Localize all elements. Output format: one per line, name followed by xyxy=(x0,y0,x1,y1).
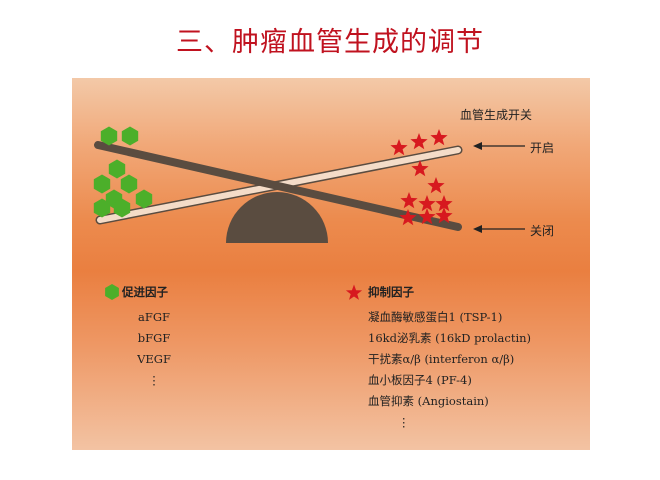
inhibitor-item: 16kd泌乳素 (16kD prolactin) xyxy=(368,331,532,345)
inhibitor-star-icon xyxy=(418,208,436,225)
arrow-off-icon xyxy=(473,225,482,233)
promoter-hexagons xyxy=(93,126,153,218)
switch-off-label: 关闭 xyxy=(530,224,555,238)
inhibitor-star-icon xyxy=(430,129,448,146)
inhibitor-star-icon xyxy=(418,195,436,212)
arrow-on-icon xyxy=(473,142,482,150)
inhibitors-legend: 抑制因子 凝血酶敏感蛋白1 (TSP-1) 16kd泌乳素 (16kD prol… xyxy=(368,284,531,433)
inhibitor-star-icon xyxy=(411,160,429,177)
inhibitor-more: ⋮ xyxy=(398,415,410,429)
promoters-legend: 促进因子 aFGF bFGF VEGF ⋮ xyxy=(122,284,184,391)
promoter-hexagon-icon xyxy=(93,174,111,194)
inhibitor-legend-star-icon xyxy=(345,284,363,300)
seesaw-illustration xyxy=(93,126,525,300)
inhibitor-star-icon xyxy=(410,133,428,150)
promoter-hexagon-icon xyxy=(93,198,111,218)
promoter-hexagon-icon xyxy=(108,159,126,179)
promoter-hexagon-icon xyxy=(100,126,118,146)
slide-title: 三、肿瘤血管生成的调节 xyxy=(176,27,484,58)
promoter-legend-hexagon-icon xyxy=(105,284,119,300)
promoter-item: bFGF xyxy=(137,331,171,345)
inhibitor-stars xyxy=(390,129,453,226)
inhibitor-item: 干扰素α/β (interferon α/β) xyxy=(368,352,515,366)
angiogenic-switch-diagram: 血管生成开关 开启 关闭 促进因子 aFGF bFGF VEGF ⋮ 抑制因子 … xyxy=(72,78,590,450)
promoter-more: ⋮ xyxy=(148,373,160,387)
inhibitor-star-icon xyxy=(390,139,408,156)
promoter-hexagon-icon xyxy=(113,198,131,218)
switch-title: 血管生成开关 xyxy=(460,108,533,122)
inhibitor-item: 血管抑素 (Angiostain) xyxy=(368,394,489,408)
promoter-hexagon-icon xyxy=(121,126,139,146)
inhibitor-item: 血小板因子4 (PF-4) xyxy=(368,373,472,387)
promoter-item: aFGF xyxy=(137,310,170,324)
inhibitor-star-icon xyxy=(427,177,445,194)
inhibitors-heading: 抑制因子 xyxy=(368,285,414,299)
promoters-heading: 促进因子 xyxy=(122,285,168,299)
beam-off xyxy=(94,141,462,231)
promoter-item: VEGF xyxy=(137,352,171,366)
inhibitor-star-icon xyxy=(435,207,453,224)
inhibitor-item: 凝血酶敏感蛋白1 (TSP-1) xyxy=(368,310,503,324)
inhibitor-star-icon xyxy=(400,192,418,209)
fulcrum-semicircle xyxy=(226,192,328,243)
switch-on-label: 开启 xyxy=(530,141,555,155)
inhibitor-star-icon xyxy=(435,195,453,212)
inhibitor-star-icon xyxy=(399,209,417,226)
promoter-hexagon-icon xyxy=(120,174,138,194)
promoter-hexagon-icon xyxy=(135,189,153,209)
